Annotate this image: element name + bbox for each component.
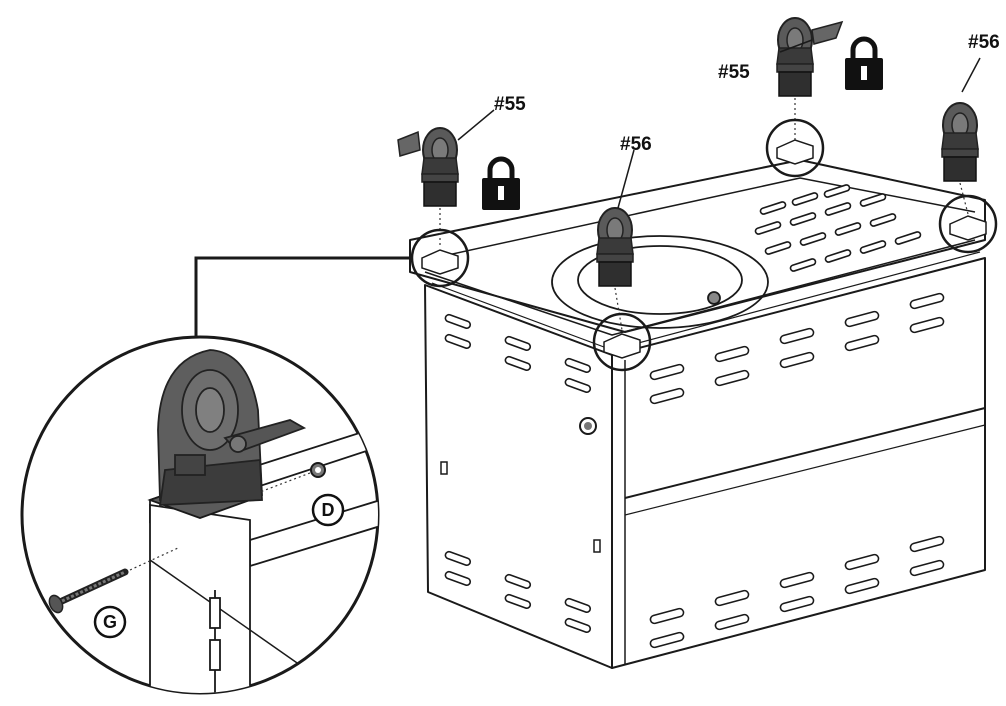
lock-icon	[845, 36, 883, 90]
caster-locking-left	[397, 127, 459, 207]
part-label-d: D	[322, 500, 335, 520]
callout-caster-locking-right: #55	[718, 62, 750, 83]
bolt-g	[48, 568, 129, 614]
caster-locking-right	[776, 17, 844, 97]
left-vents	[444, 313, 592, 634]
caster-right	[941, 102, 979, 182]
top-vents	[754, 184, 922, 272]
detail-leader-line	[194, 256, 412, 340]
front-vents	[649, 292, 945, 649]
cabinet-front-face	[611, 257, 986, 669]
callout-caster-center: #56	[620, 134, 652, 155]
callout-caster-right: #56	[968, 32, 1000, 53]
grill-cabinet	[409, 159, 986, 669]
lock-icon	[482, 156, 520, 210]
burner-ring	[551, 235, 769, 329]
callout-caster-locking-left: #55	[494, 94, 526, 115]
detail-view: D G	[20, 335, 380, 695]
part-label-g: G	[103, 612, 117, 632]
caster-center	[596, 207, 634, 287]
